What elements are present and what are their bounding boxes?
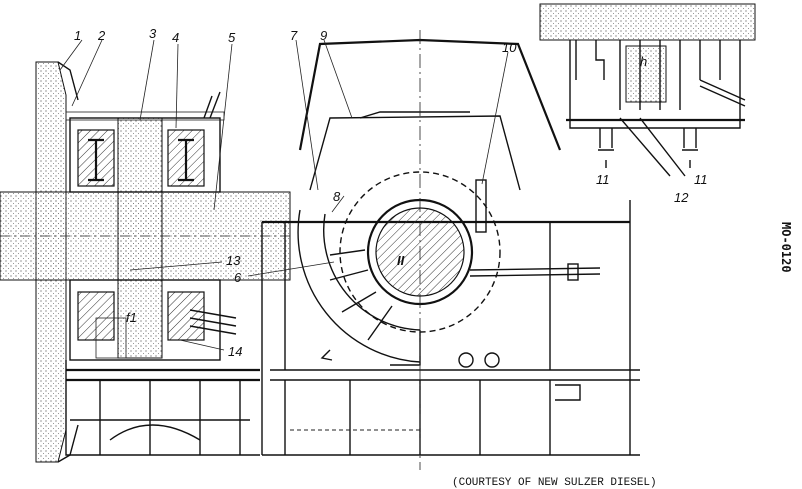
label-7: 7 — [290, 28, 298, 43]
label-roman-ii: II — [397, 253, 405, 268]
detail-inset — [539, 3, 756, 177]
inset-housing — [539, 3, 756, 41]
cover — [309, 115, 521, 191]
callout-labels: 1 2 3 4 5 6 7 8 9 10 11 11 12 13 14 II f… — [74, 26, 708, 359]
middle-section-view — [261, 30, 640, 470]
label-14: 14 — [228, 344, 242, 359]
label-6: 6 — [234, 270, 242, 285]
leader-lines — [59, 39, 509, 351]
label-f1: f1 — [126, 310, 137, 325]
left-section-view — [0, 61, 291, 463]
label-12: 12 — [674, 190, 689, 205]
thrust-segment — [297, 209, 421, 363]
label-5: 5 — [228, 30, 236, 45]
label-1: 1 — [74, 28, 81, 43]
courtesy-caption: (COURTESY OF NEW SULZER DIESEL) — [452, 477, 657, 489]
label-8: 8 — [333, 189, 341, 204]
label-11b: 11 — [694, 172, 708, 187]
label-4: 4 — [172, 30, 179, 45]
label-11a: 11 — [596, 172, 610, 187]
thrust-collar — [117, 117, 163, 359]
label-13: 13 — [226, 253, 241, 268]
label-9: 9 — [320, 28, 327, 43]
label-10: 10 — [502, 40, 517, 55]
inset-bolts — [599, 128, 697, 148]
label-3: 3 — [149, 26, 157, 41]
figure-reference: MO-0120 — [779, 222, 793, 273]
label-h: h — [640, 54, 647, 69]
label-2: 2 — [97, 28, 106, 43]
